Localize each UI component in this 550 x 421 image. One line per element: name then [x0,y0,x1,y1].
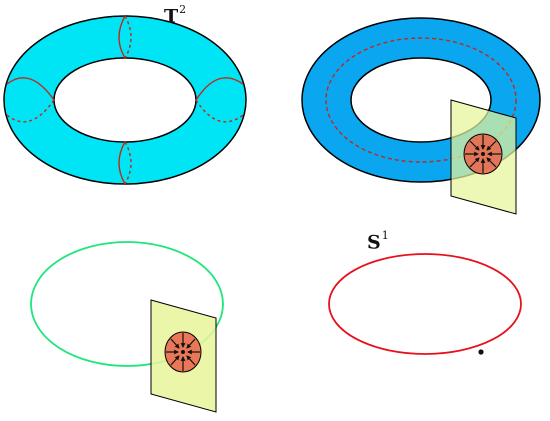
meridian-bottom [118,141,132,185]
torus-label-exponent: 2 [179,3,187,16]
meridian-top [118,15,132,59]
core-circle-dashed [325,37,517,163]
torus-label-base: T [164,5,179,28]
meridian-left [6,77,55,123]
green-circle-diagram [30,241,224,413]
circle-label-base: S [367,231,381,254]
meridian-right [195,77,244,123]
circle-label-exponent: 1 [381,229,389,242]
disk-arrows-green [166,333,200,371]
red-circle-diagram [328,253,522,355]
red-circle [328,253,522,355]
torus-surface [3,15,247,185]
disk-center-point [481,152,485,156]
disk-arrows [465,135,501,173]
torus-diagram [3,15,247,185]
thickened-circle-diagram [301,17,541,215]
circle-label: S1 [367,229,389,254]
torus-label: T2 [164,3,187,28]
base-point [478,349,484,355]
disk-center-point-green [181,350,185,354]
green-circle [30,241,224,367]
